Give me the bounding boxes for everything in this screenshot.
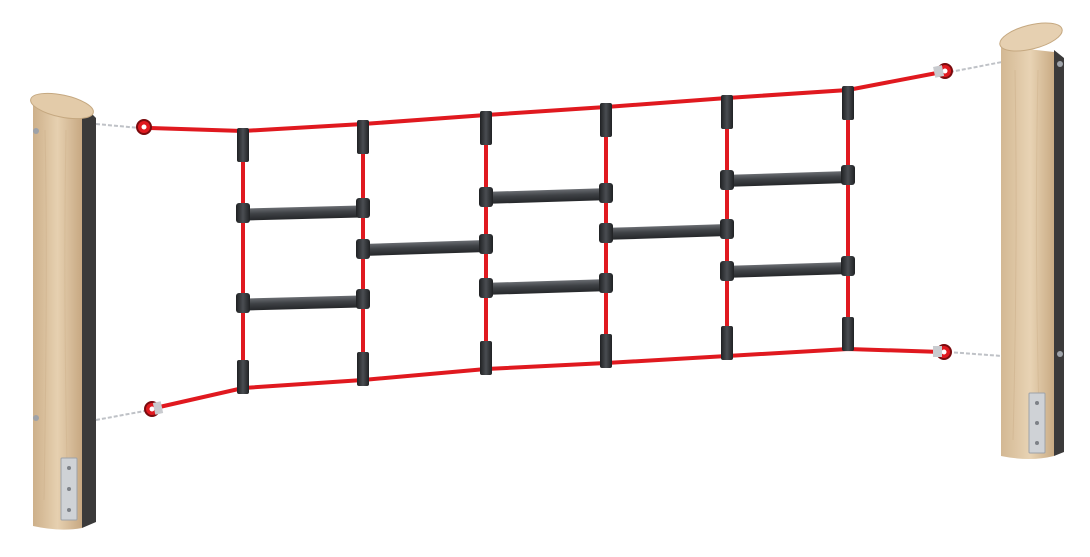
rung-icon <box>726 262 849 278</box>
clamp-icon <box>842 86 854 120</box>
right-post <box>999 22 1064 459</box>
rung-icon <box>485 279 607 295</box>
clamp-icon <box>842 317 854 351</box>
rope-end-rings <box>136 63 953 417</box>
chain-icon <box>95 123 141 129</box>
rung-icon <box>362 240 487 256</box>
clamp-icon <box>480 341 492 375</box>
clamp-icon <box>480 111 492 145</box>
clamp-icon <box>600 334 612 368</box>
rung-icon <box>605 224 728 240</box>
clamp-icon <box>721 326 733 360</box>
clamp-icon <box>237 360 249 394</box>
left-post-top <box>30 92 94 120</box>
right-post-top <box>999 22 1063 52</box>
chain-icon <box>95 409 151 421</box>
rung-icon <box>242 205 364 221</box>
clamp-icon <box>600 103 612 137</box>
chain-icon <box>947 351 1003 357</box>
left-post-shadow-side <box>82 104 96 528</box>
rope-icon <box>148 70 944 134</box>
chains <box>95 61 1003 421</box>
clamp-icon <box>357 120 369 154</box>
rungs <box>242 171 849 311</box>
clamp-icon <box>237 128 249 162</box>
rung-icon <box>726 171 849 187</box>
right-post-body <box>1001 46 1054 459</box>
rope-frame <box>148 70 944 410</box>
left-post <box>30 92 96 530</box>
rung-icon <box>485 188 607 204</box>
clamp-icon <box>721 95 733 129</box>
chain-icon <box>949 61 1003 73</box>
clamp-icon <box>357 352 369 386</box>
rung-icon <box>242 295 364 311</box>
clamps <box>236 86 855 394</box>
right-post-shadow-side <box>1054 50 1064 456</box>
rope-icon <box>153 346 944 410</box>
